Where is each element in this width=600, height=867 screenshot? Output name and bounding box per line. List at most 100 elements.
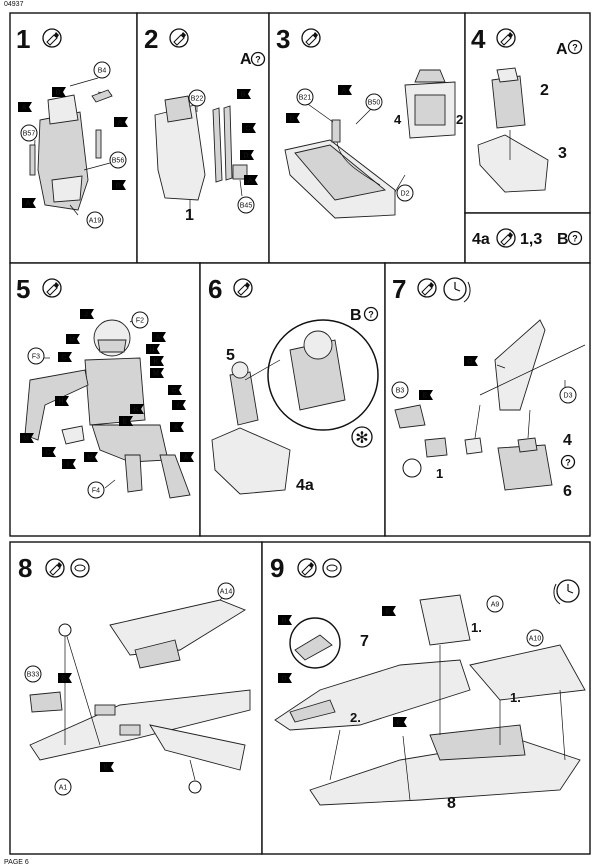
svg-text:E: E <box>104 765 109 772</box>
svg-text:C: C <box>245 126 250 133</box>
paint-flag: B <box>52 87 66 97</box>
svg-text:O: O <box>281 676 287 683</box>
svg-text:I: I <box>67 462 69 469</box>
svg-text:A: A <box>155 335 160 342</box>
callout-b22: B22 <box>188 89 206 107</box>
svg-text:A: A <box>183 455 188 462</box>
legs-part <box>91 424 169 463</box>
step-number: 1 <box>16 24 30 54</box>
paint-flag: A <box>18 102 32 112</box>
svg-text:I: I <box>177 403 179 410</box>
wing-part <box>149 724 246 771</box>
svg-text:A1: A1 <box>59 785 68 792</box>
paint-ref: B <box>350 307 362 324</box>
step-1: 1 B4 B57 B56 A19 B A A B A <box>16 24 128 229</box>
step-number: 9 <box>270 553 284 583</box>
step-8: 8 A14 B33 A1 E E <box>18 553 251 796</box>
asterisk-icon: ✻ <box>351 426 373 448</box>
svg-text:B: B <box>557 231 569 248</box>
question-icon <box>560 454 576 470</box>
step-4: 4 A 2 3 <box>471 24 583 193</box>
svg-text:4: 4 <box>563 432 572 449</box>
svg-text:6: 6 <box>563 483 572 500</box>
svg-text:M: M <box>153 371 159 378</box>
svg-text:5: 5 <box>226 347 235 364</box>
svg-text:A: A <box>25 201 30 208</box>
wing-right-part <box>469 644 586 701</box>
svg-text:C: C <box>45 450 50 457</box>
svg-text:B21: B21 <box>299 95 312 102</box>
svg-text:A: A <box>117 120 122 127</box>
svg-text:7: 7 <box>360 633 369 650</box>
callout-b57: B57 <box>20 124 38 142</box>
paint-ref: A <box>556 41 568 58</box>
svg-text:M: M <box>23 436 29 443</box>
step-number: 8 <box>18 553 32 583</box>
step-number: 5 <box>16 274 30 304</box>
svg-text:B57: B57 <box>23 131 36 138</box>
svg-text:B: B <box>55 90 60 97</box>
glue-icon <box>297 558 317 578</box>
glue-icon <box>169 28 189 48</box>
svg-text:A: A <box>247 178 252 185</box>
svg-text:E: E <box>123 419 128 426</box>
seat-part <box>491 75 526 129</box>
svg-text:B: B <box>240 92 245 99</box>
question-icon <box>567 39 583 55</box>
clock-icon <box>443 277 471 303</box>
wing-left-part <box>419 594 471 646</box>
svg-text:E: E <box>290 116 295 123</box>
callout-a9: A9 <box>486 595 504 613</box>
svg-text:C: C <box>61 355 66 362</box>
svg-text:B3: B3 <box>396 388 405 395</box>
paint-icon <box>322 558 342 578</box>
tub-part <box>477 134 549 193</box>
svg-text:B45: B45 <box>240 203 253 210</box>
svg-text:A19: A19 <box>89 218 102 225</box>
svg-text:D: D <box>243 153 248 160</box>
svg-text:F3: F3 <box>32 354 40 361</box>
callout-b50: B50 <box>365 93 383 111</box>
svg-text:C: C <box>171 388 176 395</box>
callout-b56: B56 <box>109 151 127 169</box>
svg-text:H: H <box>58 399 63 406</box>
step-2: 2 A B22 B45 1 B C D A <box>144 24 266 224</box>
step-3-panel <box>268 12 466 264</box>
callout-b21: B21 <box>296 88 314 106</box>
svg-text:4a: 4a <box>296 477 314 494</box>
page-number: PAGE 6 <box>4 859 29 866</box>
callout-a10: A10 <box>526 629 544 647</box>
step-number: 4a <box>472 231 490 248</box>
headrest-part <box>47 94 79 125</box>
svg-text:E: E <box>62 676 67 683</box>
step-number: 4 <box>471 24 486 54</box>
step-7: 7 D3 B3 1 4 6 O E <box>391 274 586 500</box>
callout-d2: D2 <box>396 184 414 202</box>
glue-icon <box>417 278 437 298</box>
question-icon <box>567 230 583 246</box>
callout-a14: A14 <box>217 582 235 600</box>
paint-flag: A <box>114 117 128 127</box>
torso-part <box>84 357 146 426</box>
svg-text:K: K <box>153 359 158 366</box>
glue-icon <box>496 228 516 248</box>
glue-icon <box>45 558 65 578</box>
step-7-panel <box>384 262 591 537</box>
svg-text:4: 4 <box>394 112 402 127</box>
callout-b3: B3 <box>391 381 409 399</box>
svg-text:A: A <box>173 425 178 432</box>
svg-text:A: A <box>21 105 26 112</box>
svg-text:B33: B33 <box>27 672 40 679</box>
callout-a1: A1 <box>54 778 72 796</box>
step-9: 9 A9 A10 7 8 1. 1. 2. R O <box>270 553 586 812</box>
callout-b33: B33 <box>24 665 42 683</box>
paint-flag: B <box>112 180 126 190</box>
step-number: 6 <box>208 274 222 304</box>
svg-text:E: E <box>397 720 402 727</box>
svg-text:M: M <box>87 455 93 462</box>
step-3: 3 B21 B50 D2 4 2 A E <box>276 24 463 219</box>
svg-text:2.: 2. <box>350 710 361 725</box>
sub-assembly-ref: 1,3 <box>520 231 542 248</box>
step-number: 2 <box>144 24 158 54</box>
svg-text:1.: 1. <box>510 690 521 705</box>
